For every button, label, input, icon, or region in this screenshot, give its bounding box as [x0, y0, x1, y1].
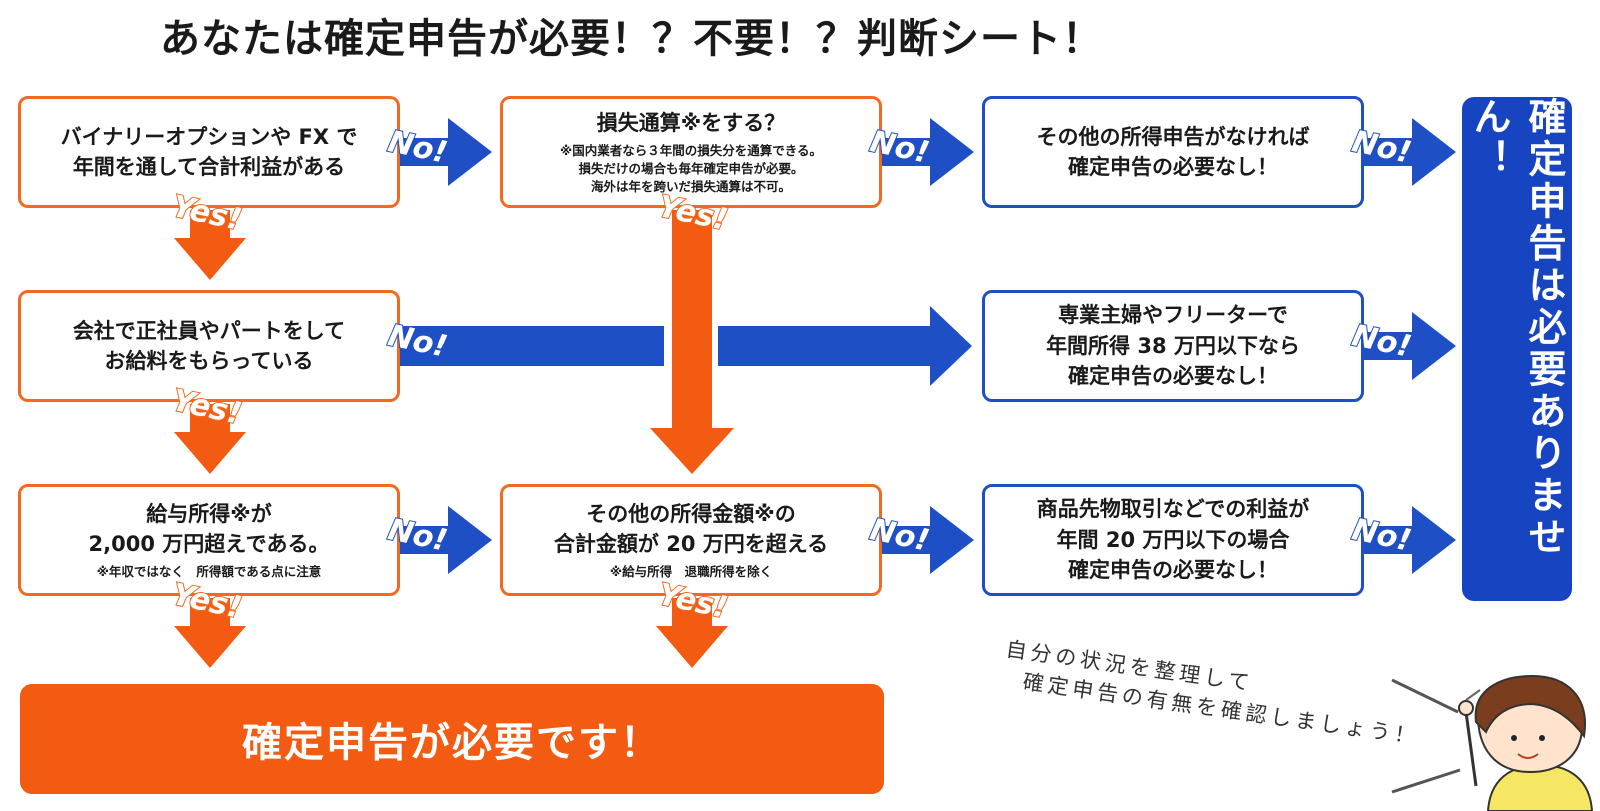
- question-loss-offset: 損失通算※をする？ ※国内業者なら３年間の損失分を通算できる。 損失だけの場合も…: [500, 96, 882, 208]
- no-arrow-q1: [400, 118, 492, 186]
- no-arrow-q2-head: [718, 306, 972, 386]
- yes-arrow-q1: [174, 210, 246, 280]
- no-arrow-r1: [1364, 118, 1456, 186]
- yes-arrow-q5: [656, 598, 728, 668]
- question-employee-text: 会社で正社員やパートをして お給料をもらっている: [72, 318, 346, 373]
- question-salary-income-note: ※年収ではなく 所得額である点に注意: [96, 564, 322, 580]
- no-arrow-q3: [400, 506, 492, 574]
- question-salary-income: 給与所得※が 2,000 万円超えである。 ※年収ではなく 所得額である点に注意: [18, 484, 400, 596]
- character-illustration: [1391, 674, 1594, 811]
- question-other-income-note: ※給与所得 退職所得を除く: [609, 564, 773, 580]
- yes-arrow-q3: [174, 598, 246, 668]
- page-title: あなたは確定申告が必要！？不要！？判断シート！: [160, 16, 1103, 62]
- question-other-income: その他の所得金額※の 合計金額が 20 万円を超える ※給与所得 退職所得を除く: [500, 484, 882, 596]
- result-no-filing-futures-text: 商品先物取引などでの利益が 年間 20 万円以下の場合 確定申告の必要なし！: [1036, 497, 1310, 583]
- result-no-filing-other-income-text: その他の所得申告がなければ 確定申告の必要なし！: [1036, 124, 1310, 179]
- yes-arrow-q2: [174, 404, 246, 474]
- question-other-income-text: その他の所得金額※の 合計金額が 20 万円を超える: [553, 501, 829, 556]
- question-loss-offset-note: ※国内業者なら３年間の損失分を通算できる。 損失だけの場合も毎年確定申告が必要。…: [560, 143, 822, 195]
- result-filing-required: 確定申告が必要です！: [20, 684, 884, 794]
- no-arrow-q2-segment: [400, 326, 664, 366]
- no-arrow-r2: [1364, 312, 1456, 380]
- no-arrow-q4: [882, 118, 974, 186]
- no-arrow-r3: [1364, 506, 1456, 574]
- result-no-filing-homemaker: 専業主婦やフリーターで 年間所得 38 万円以下なら 確定申告の必要なし！: [982, 290, 1364, 402]
- question-employee: 会社で正社員やパートをして お給料をもらっている: [18, 290, 400, 402]
- yes-arrow-q4: [650, 210, 734, 474]
- question-loss-offset-text: 損失通算※をする？: [596, 110, 786, 135]
- question-fx-profit: バイナリーオプションや FX で 年間を通して合計利益がある: [18, 96, 400, 208]
- question-salary-income-text: 給与所得※が 2,000 万円超えである。: [88, 501, 330, 556]
- result-no-filing-homemaker-text: 専業主婦やフリーターで 年間所得 38 万円以下なら 確定申告の必要なし！: [1046, 303, 1300, 389]
- result-filing-not-required: 確定申告は必要ありません！: [1462, 97, 1572, 601]
- result-no-filing-futures: 商品先物取引などでの利益が 年間 20 万円以下の場合 確定申告の必要なし！: [982, 484, 1364, 596]
- result-no-filing-other-income: その他の所得申告がなければ 確定申告の必要なし！: [982, 96, 1364, 208]
- question-fx-profit-text: バイナリーオプションや FX で 年間を通して合計利益がある: [60, 124, 358, 179]
- no-arrow-q5: [882, 506, 974, 574]
